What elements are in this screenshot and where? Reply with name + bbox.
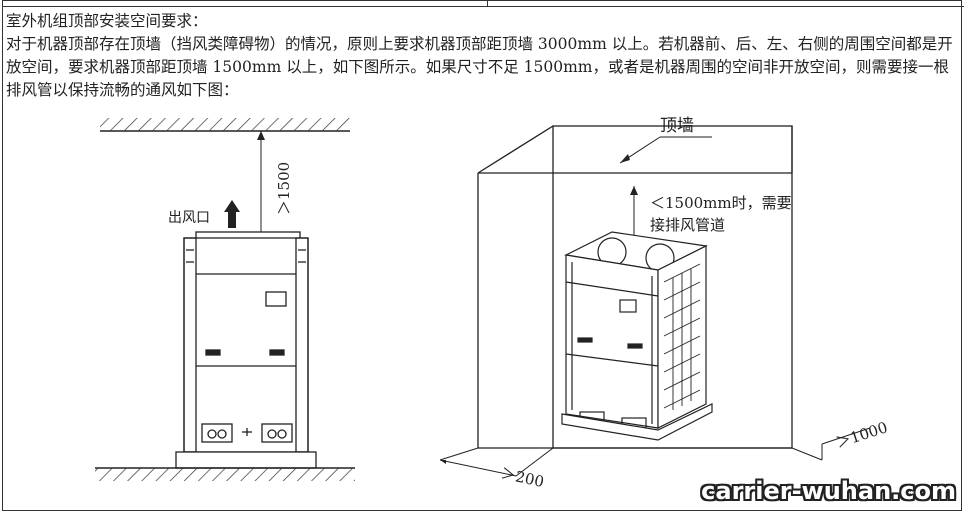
front-clearance-dimension: ＞200 [439,447,554,491]
room-box [477,125,793,449]
top-divider-tick [487,0,488,6]
up-arrow-icon [224,200,240,228]
watermark: carrier-wuhan.com [701,477,956,505]
top-rule [2,0,964,7]
exhaust-note-line2: 接排风管道 [650,216,725,234]
section-heading: 室外机组顶部安装空间要求： [6,12,208,30]
front-clearance-label: ＞200 [499,464,545,491]
floor-base [95,451,355,481]
side-clearance-label: ＞1000 [834,418,890,452]
side-clearance-dimension: ＞1000 [791,418,890,461]
section-paragraph: 对于机器顶部存在顶墙（挡风类障碍物）的情况，原则上要求机器顶部距顶墙 3000m… [6,35,953,99]
ceiling-hatch [100,118,350,132]
outlet-label: 出风口 [168,210,210,226]
outlet-indicator: 出风口 [168,200,240,228]
exhaust-note-line1: ＜1500mm时，需要 [650,194,792,212]
outdoor-unit-front [183,231,309,453]
description-text: 室外机组顶部安装空间要求： 对于机器顶部存在顶墙（挡风类障碍物）的情况，原则上要… [6,10,958,102]
clearance-dimension: ＞1500 [257,131,293,232]
outdoor-unit-3d [561,231,713,441]
right-figure: 顶墙 ＜1500mm时，需要 接排风管道 [439,116,890,491]
ceiling-callout: 顶墙 [619,116,712,164]
clearance-label: ＞1500 [275,162,293,215]
left-figure: ＞1500 出风口 [95,118,355,481]
ceiling-label: 顶墙 [660,116,694,136]
ceiling-gap-dimension: ＜1500mm时，需要 接排风管道 [630,186,792,236]
